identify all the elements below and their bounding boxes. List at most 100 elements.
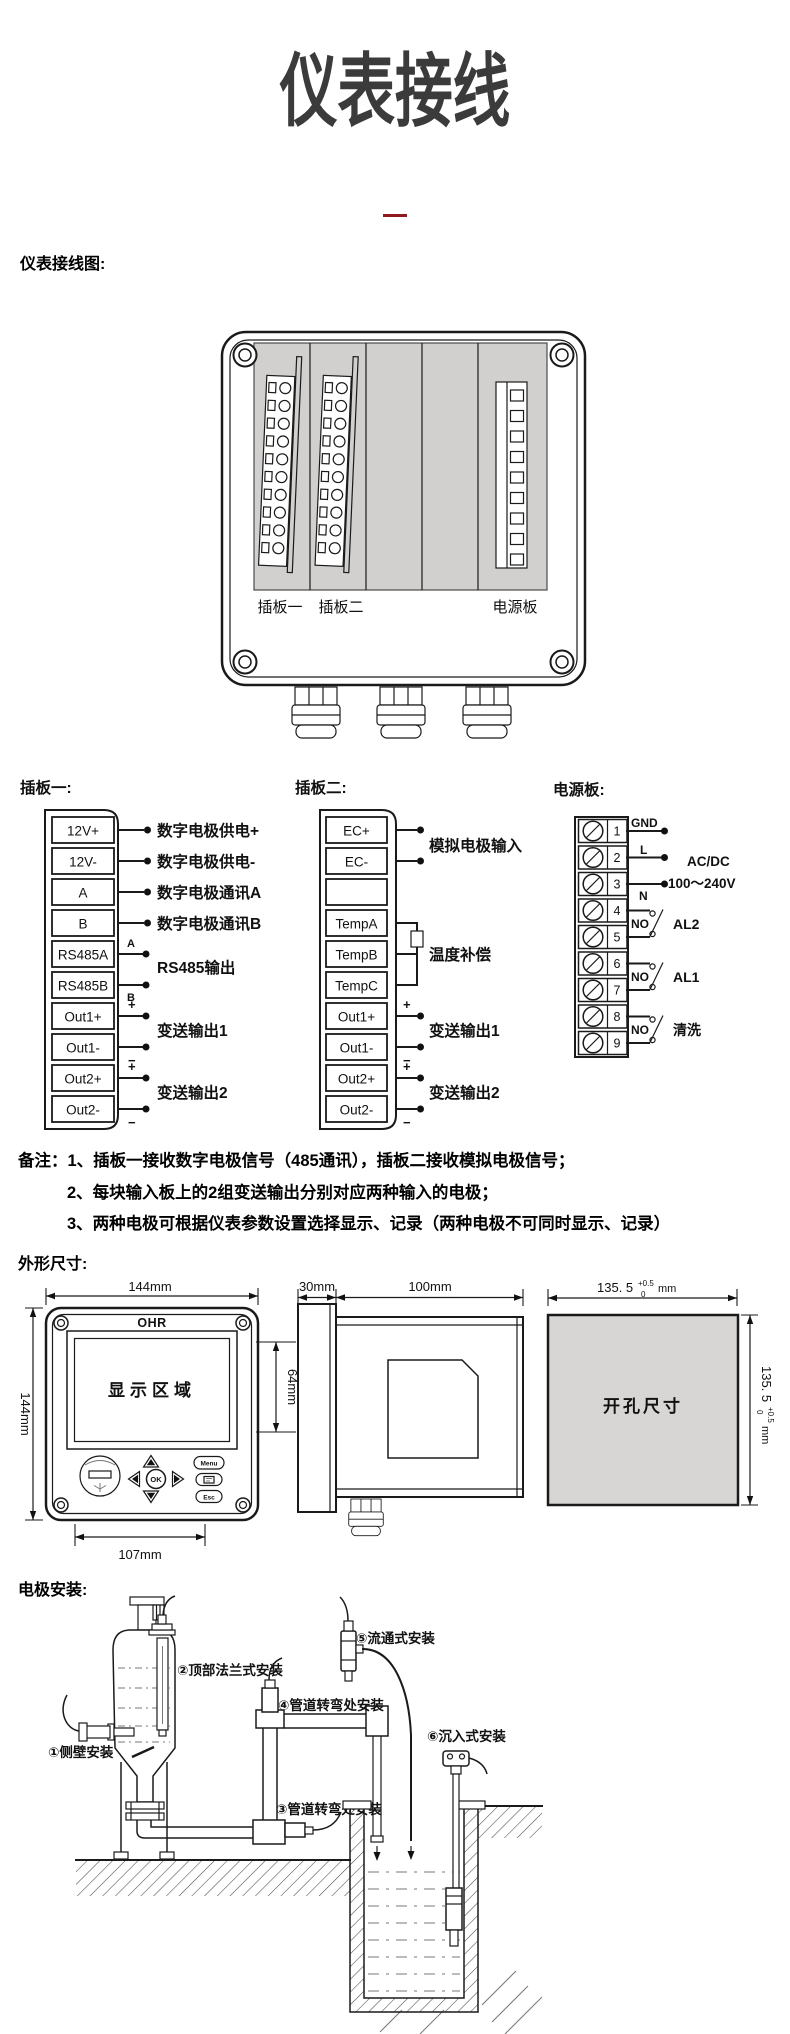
screen-height-dim: 64mm <box>256 1341 300 1433</box>
terminal-label: TempA <box>335 917 377 932</box>
install-label-5: ⑤流通式安装 <box>356 1630 435 1646</box>
board1-slot-label: 插板一 <box>257 598 302 616</box>
display-area-label: 显示区域 <box>108 1380 196 1401</box>
up-arrow-key <box>142 1454 160 1468</box>
annotation: 数字电极通讯A <box>157 883 261 902</box>
terminal-number: 6 <box>614 957 621 971</box>
terminal-label: Out1- <box>66 1041 100 1056</box>
sensor-cable <box>62 1694 80 1732</box>
down-arrow-key <box>142 1490 160 1504</box>
notes-block: 备注：1、插板一接收数字电极信号（485通讯），插板二接收模拟电极信号； 2、每… <box>18 1146 784 1241</box>
terminal-label: TempB <box>335 948 377 963</box>
annotation: 变送输出2 <box>157 1083 228 1102</box>
tolerance-zero: 0 <box>641 1290 646 1299</box>
side-view: 30mm 100mm <box>297 1279 524 1537</box>
terminal-number: 5 <box>614 931 621 945</box>
cutout-height-value: 135. 5 <box>759 1366 774 1402</box>
dimensions-heading: 外形尺寸: <box>18 1256 88 1273</box>
corner-screw-icon <box>53 1497 69 1513</box>
terminal-label: 12V- <box>69 855 97 870</box>
power-slot-label: 电源板 <box>492 598 537 616</box>
right-arrow-key <box>171 1470 185 1488</box>
ok-button: OK <box>145 1468 167 1490</box>
page-button <box>195 1472 223 1487</box>
note-line-1: 备注：1、插板一接收数字电极信号（485通讯），插板二接收模拟电极信号； <box>18 1146 784 1178</box>
sensor-side-wall <box>62 1694 135 1742</box>
notes-prefix: 备注： <box>18 1152 68 1170</box>
annotation: RS485输出 <box>157 958 235 977</box>
flow-tube <box>361 1647 412 1841</box>
screen-height-label: 64mm <box>285 1369 300 1405</box>
al1-label: AL1 <box>673 969 700 985</box>
terminal-label: RS485B <box>58 979 108 994</box>
board2-label: 插板二: <box>295 778 347 797</box>
water <box>368 1871 460 1992</box>
terminal-label: RS485A <box>58 948 108 963</box>
plus-sign: + <box>128 1059 136 1074</box>
board2-slot-label: 插板二 <box>318 598 363 616</box>
sensor-submersion <box>442 1750 488 1947</box>
install-label-4: ④管道转弯处安装 <box>278 1697 384 1713</box>
note-item-1: 1、插板一接收数字电极信号（485通讯），插板二接收模拟电极信号； <box>67 1152 575 1170</box>
terminal-label: Out2- <box>340 1103 374 1118</box>
installation-figure: ①侧壁安装 ②顶部法兰式安装 ③管道转弯处安装 ④管道转弯处安装 ⑤流通式 <box>48 1595 543 2034</box>
pit <box>342 1800 486 2013</box>
sensor-cable <box>162 1595 176 1616</box>
clean-label: 清洗 <box>673 1022 701 1038</box>
sensor-pipe-elbow-lower <box>284 1811 342 1838</box>
sensor-cable <box>312 1811 342 1831</box>
dimensions-figure: 144mm 144mm OHR 显示区域 OK <box>18 1279 775 1562</box>
wire-label-b: B <box>127 992 135 1004</box>
board1-label: 插板一: <box>20 778 72 797</box>
terminal-number: 1 <box>614 825 621 839</box>
tolerance-plus: +0.5 <box>766 1407 775 1423</box>
annotation: 模拟电极输入 <box>429 836 523 855</box>
terminal-label: EC+ <box>343 824 370 839</box>
no-label: NO <box>631 1023 649 1037</box>
sensor-top-flange <box>148 1595 176 1737</box>
terminal-label: Out1- <box>340 1041 374 1056</box>
annotation: 变送输出1 <box>429 1021 500 1040</box>
cable-gland-icon <box>462 686 512 739</box>
wire-label-a: A <box>127 938 135 950</box>
side-cutout-outline <box>387 1359 479 1459</box>
minus-sign: − <box>403 1053 411 1068</box>
minus-sign: − <box>128 1115 136 1130</box>
al2-label: AL2 <box>673 916 700 932</box>
terminal-label: A <box>78 886 87 901</box>
minus-sign: − <box>403 1115 411 1130</box>
corner-screw-icon <box>549 649 575 675</box>
unit-label: mm <box>759 1426 771 1444</box>
corner-screw-icon <box>232 649 258 675</box>
sensor-pipe-elbow-upper <box>261 1657 283 1713</box>
terminal-label: TempC <box>335 979 378 994</box>
sensor-cable <box>268 1657 283 1681</box>
usb-port-icon <box>79 1455 121 1497</box>
acdc-label: AC/DC <box>687 854 730 869</box>
annotation: 数字电极通讯B <box>157 914 261 933</box>
corner-screw-icon <box>232 342 258 368</box>
front-height-dim: 144mm <box>18 1392 33 1435</box>
wiring-columns-figure: 插板一: 12V+ 12V- A B RS485A RS485B Out1+ O… <box>20 778 736 1130</box>
install-label-1: ①侧壁安装 <box>48 1744 114 1760</box>
wiring-diagram-heading: 仪表接线图: <box>20 256 106 273</box>
corner-screw-icon <box>53 1315 69 1331</box>
title-divider <box>383 214 407 217</box>
line-label: L <box>640 843 647 857</box>
terminal-number: 9 <box>614 1037 621 1051</box>
annotation: 变送输出1 <box>157 1021 228 1040</box>
terminal-label: Out1+ <box>64 1010 101 1025</box>
plus-sign: + <box>403 997 411 1012</box>
annotation: 温度补偿 <box>429 945 492 964</box>
no-label: NO <box>631 970 649 984</box>
device-terminal-box-figure: 插板一 插板二 电源板 <box>220 330 587 739</box>
cable-gland-icon <box>348 1498 384 1537</box>
power-label: 电源板: <box>553 780 605 799</box>
plus-sign: + <box>403 1059 411 1074</box>
terminal-number: 3 <box>614 878 621 892</box>
terminal-label: Out2+ <box>338 1072 375 1087</box>
power-board-strip <box>495 381 528 569</box>
annotation: 变送输出2 <box>429 1083 500 1102</box>
board1-terminal-block <box>44 809 119 1130</box>
terminal-label: Out2+ <box>64 1072 101 1087</box>
